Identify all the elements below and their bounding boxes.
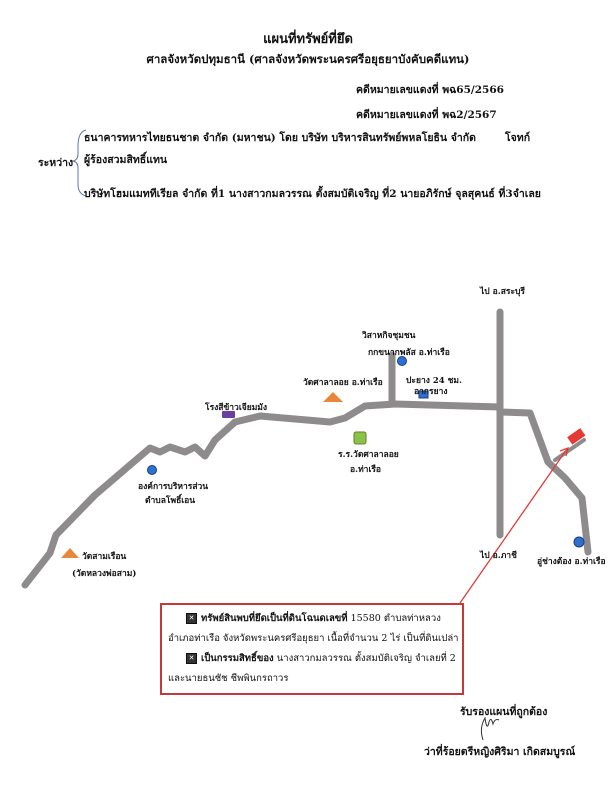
document-title: แผนที่ทรัพย์ที่ยึด — [263, 32, 353, 47]
defendants: บริษัทโฮมแมททีเรียล จำกัด ที่1 นางสาวกมล… — [84, 188, 541, 200]
garage-icon — [573, 536, 585, 548]
plaintiff-role: โจทก์ — [505, 132, 531, 144]
label-school-1: ร.ร.วัดศาลาลอย — [338, 450, 399, 460]
pointer-arrow — [459, 448, 568, 604]
label-community-2: กกขนากพลัส อ.ท่าเรือ — [368, 348, 450, 358]
east-road — [496, 408, 592, 556]
label-temple-sam-ruean-2: (วัดหลวงพ่อสาม) — [72, 569, 137, 579]
community-enterprise-icon — [397, 356, 407, 366]
brace-icon — [72, 129, 87, 197]
note-line3-rest: นางสาวกมลวรรณ ตั้งสมบัติเจริญ จำเลยที่ 2 — [276, 653, 456, 664]
temple-sam-ruean-icon — [61, 548, 79, 558]
label-rubber-1: ปะยาง 24 ชม. — [406, 376, 462, 386]
property-note-box: ✕ ทรัพย์สินพบที่ยึดเป็นที่ดินโฉนดเลขที่ 1… — [160, 603, 464, 695]
main-road — [21, 400, 504, 589]
label-to-saraburi: ไป อ.สระบุรี — [480, 287, 525, 297]
certification-label: รับรองแผนที่ถูกต้อง — [460, 706, 548, 718]
school-icon — [353, 431, 367, 445]
property-marker-icon — [567, 428, 586, 445]
case-number-2: คดีหมายเลขแดงที่ พฉ2/2567 — [356, 109, 497, 121]
plaintiff: ธนาคารทหารไทยธนชาต จำกัด (มหาชน) โดย บริ… — [84, 132, 476, 144]
arrow-head-icon — [559, 446, 569, 457]
checkbox-icon: ✕ — [186, 653, 197, 664]
temple-icon — [323, 392, 343, 402]
note-line4: และนายธนชัช ชีพพินกรถาวร — [168, 673, 289, 684]
checkbox-icon: ✕ — [186, 613, 197, 624]
between-label: ระหว่าง — [38, 157, 74, 169]
note-line3-bold: เป็นกรรมสิทธิ์ของ — [201, 653, 274, 664]
label-garage: อู่ช่างต้อง อ.ท่าเรือ — [537, 557, 606, 567]
substitute-claimant: ผู้ร้องสวมสิทธิ์แทน — [84, 154, 168, 166]
signer-name: ว่าที่ร้อยตรีหญิงศิริมา เกิดสมบูรณ์ — [424, 746, 576, 758]
sao-office-icon — [147, 465, 157, 475]
label-temple-sala-loi: วัดศาลาลอย อ.ท่าเรือ — [303, 378, 383, 388]
label-rice-mill: โรงสีข้าวเจียมมัง — [205, 403, 268, 413]
rice-mill-icon — [222, 411, 235, 418]
court-name: ศาลจังหวัดปทุมธานี (ศาลจังหวัดพระนครศรีอ… — [146, 52, 470, 66]
label-temple-sam-ruean-1: วัดสามเรือน — [82, 552, 127, 562]
note-line2: อำเภอท่าเรือ จังหวัดพระนครศรีอยุธยา เนื้… — [168, 633, 459, 644]
case-number-1: คดีหมายเลขแดงที่ พฉ65/2566 — [356, 84, 504, 96]
rubber-shop-icon — [418, 390, 429, 399]
note-line1-rest: 15580 ตำบลท่าหลวง — [350, 613, 441, 624]
signature-icon — [480, 716, 500, 741]
label-school-2: อ.ท่าเรือ — [350, 465, 382, 475]
label-rubber-2: อากรยาง — [414, 387, 448, 397]
label-sao-2: ตำบลโพธิ์เอน — [145, 496, 196, 506]
label-sao-1: องค์การบริหารส่วน — [138, 482, 209, 492]
label-community-1: วิสาหกิจชุมชน — [362, 331, 416, 341]
roads — [21, 308, 592, 589]
label-to-phachi: ไป อ.ภาชี — [480, 551, 517, 561]
spur-road — [553, 438, 586, 462]
note-line1-bold: ทรัพย์สินพบที่ยึดเป็นที่ดินโฉนดเลขที่ — [201, 613, 348, 624]
